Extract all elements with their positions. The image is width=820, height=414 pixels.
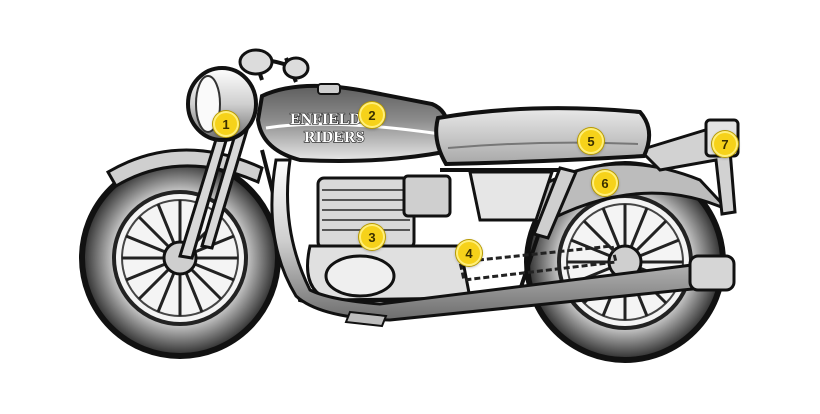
- tank-logo-line2: RIDERS: [304, 129, 365, 146]
- front-mudguard: [105, 148, 264, 189]
- exhaust: [270, 158, 736, 322]
- rear-shock: [531, 166, 579, 240]
- mirror: [282, 56, 310, 80]
- tank-logo-line1: ENFIELD: [290, 111, 361, 128]
- part-marker-4[interactable]: 4: [456, 240, 482, 266]
- part-marker-6[interactable]: 6: [592, 170, 618, 196]
- part-marker-3[interactable]: 3: [359, 224, 385, 250]
- mirror: [238, 48, 274, 76]
- tank-logo: ENFIELD RIDERS: [289, 110, 365, 146]
- side-box: [468, 170, 555, 222]
- part-marker-2[interactable]: 2: [359, 102, 385, 128]
- front-wheel: [79, 157, 281, 359]
- footrest: [344, 310, 388, 328]
- engine: [306, 174, 472, 302]
- drive-chain: [458, 244, 618, 282]
- seat: [434, 106, 652, 167]
- part-marker-7[interactable]: 7: [712, 131, 738, 157]
- part-marker-1[interactable]: 1: [213, 111, 239, 137]
- part-marker-5[interactable]: 5: [578, 128, 604, 154]
